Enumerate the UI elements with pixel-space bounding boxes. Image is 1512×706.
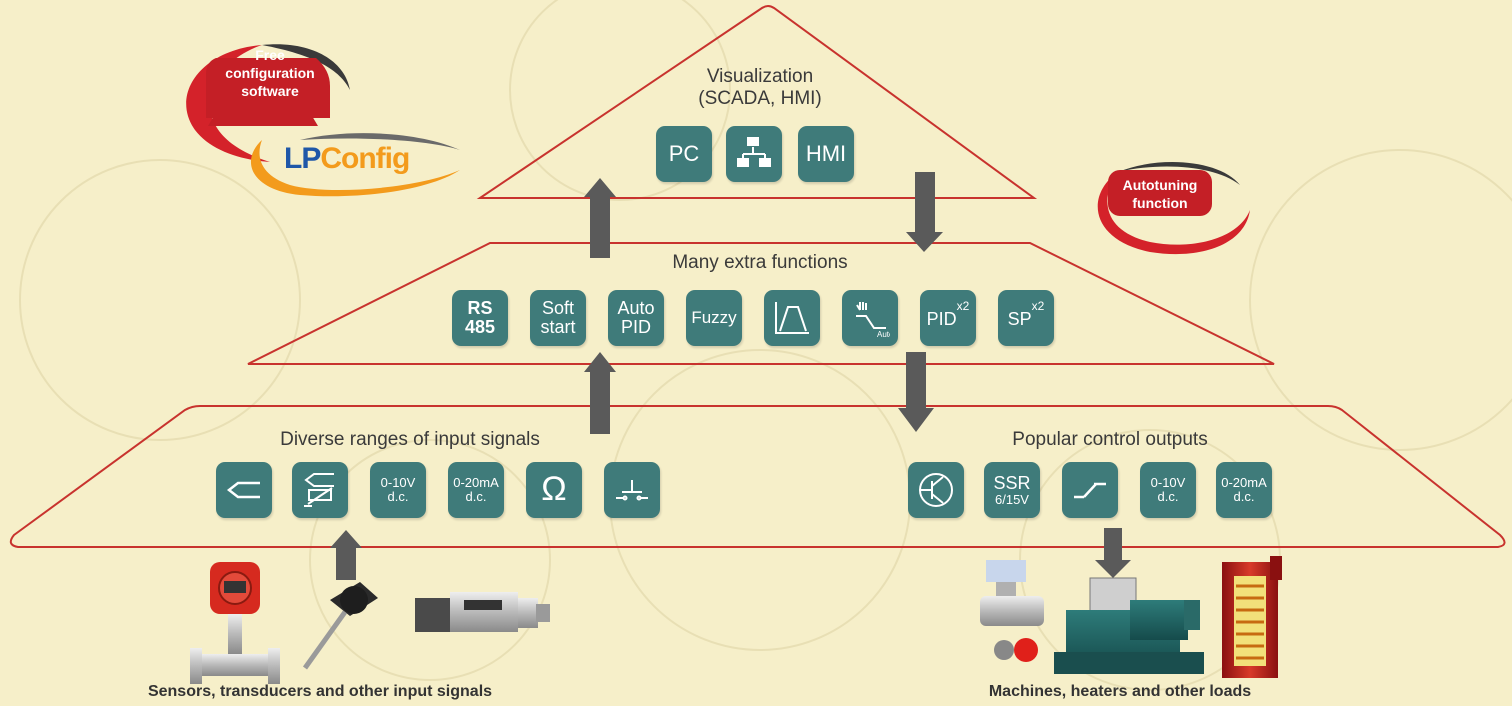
flow-arrows	[330, 172, 1131, 580]
fuzzy-tile: Fuzzy	[686, 290, 742, 346]
transistor-icon	[919, 473, 953, 507]
pressure-transducer-device	[415, 592, 550, 632]
tier-outlines	[9, 5, 1506, 548]
bottom-tier-outline	[9, 405, 1506, 548]
autotuning-badge-label: Autotuning function	[1122, 177, 1198, 211]
arrow-down-loads	[1095, 528, 1131, 578]
manual-auto-tile: Auto	[842, 290, 898, 346]
free-config-badge-label: Free configuration software	[225, 47, 315, 99]
relay-output-tile	[1062, 462, 1118, 518]
ohm-tile: Ω	[526, 462, 582, 518]
pc-tile: PC	[656, 126, 712, 182]
arrow-up-mid-to-top	[584, 178, 616, 258]
autotuning-badge	[1097, 162, 1250, 255]
hmi-tile: HMI	[798, 126, 854, 182]
contact-input-tile	[604, 462, 660, 518]
lpconfig-logo: LPConfig	[284, 142, 410, 176]
lpconfig-logo-config: Config	[320, 142, 410, 175]
loads-caption: Machines, heaters and other loads	[988, 683, 1252, 700]
thermocouple-tile	[216, 462, 272, 518]
top-tier-outline	[476, 5, 1038, 199]
arrow-down-mid-to-low	[898, 352, 934, 432]
input-signals-title: Diverse ranges of input signals	[280, 429, 540, 450]
rtd-thermistor-icon	[304, 473, 334, 507]
pushbutton-device	[994, 638, 1038, 662]
manual-auto-icon: Auto	[856, 302, 890, 338]
ramp-profile-tile	[764, 290, 820, 346]
control-outputs-title: Popular control outputs	[1012, 429, 1208, 450]
valve-device	[980, 560, 1044, 626]
middle-tier-title: Many extra functions	[672, 252, 848, 273]
sp-x2-tile: SPx2	[998, 290, 1054, 346]
top-tier-title: Visualization (SCADA, HMI)	[698, 66, 822, 109]
network-tile	[726, 126, 782, 182]
lpconfig-logo-lp: LP	[284, 142, 321, 175]
transistor-tile	[908, 462, 964, 518]
machine-device	[1054, 577, 1204, 674]
temperature-probe-device	[302, 582, 378, 670]
free-config-badge	[186, 44, 350, 162]
flow-meter-device	[190, 562, 280, 684]
heater-device	[1222, 556, 1282, 678]
relay-contact-icon	[1074, 482, 1106, 499]
middle-tier-outline	[247, 242, 1275, 365]
arrow-down-top-to-mid	[906, 172, 943, 252]
svg-text:Auto: Auto	[877, 330, 890, 338]
arrow-up-low-to-mid	[584, 352, 616, 434]
pid-x2-tile: PIDx2	[920, 290, 976, 346]
thermocouple-icon	[226, 481, 260, 499]
rtd-tile	[292, 462, 348, 518]
lpconfig-badge	[250, 133, 460, 197]
contact-input-icon	[616, 480, 648, 501]
arrow-up-sensors	[330, 530, 362, 580]
network-icon	[737, 137, 771, 167]
ramp-profile-icon	[775, 302, 809, 334]
sensors-caption: Sensors, transducers and other input sig…	[147, 683, 493, 700]
